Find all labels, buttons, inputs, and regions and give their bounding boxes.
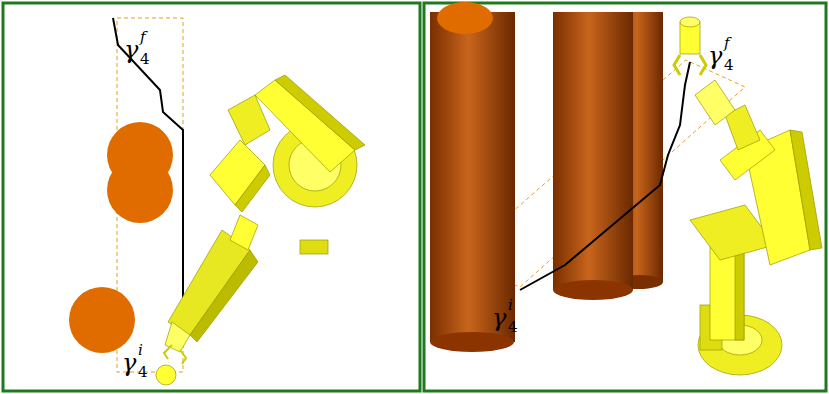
robot-arm (674, 17, 822, 375)
subscript: 4 (508, 320, 518, 335)
panel-frame (424, 3, 826, 391)
path-label: γf 4 (708, 38, 742, 76)
robot-arm (156, 75, 365, 385)
path-label: γi 4 (122, 345, 156, 383)
superscript: f (724, 36, 730, 51)
subscript: 4 (138, 365, 148, 380)
superscript: i (508, 298, 513, 313)
path-label: γf 4 (124, 32, 158, 70)
symbol-gamma: γ (122, 351, 136, 375)
superscript: f (140, 30, 146, 45)
path-line (520, 62, 690, 290)
panel-frame (3, 3, 420, 391)
obstacle (69, 122, 173, 353)
path-line (113, 18, 183, 345)
symbol-gamma: γ (708, 44, 722, 68)
subscript: 4 (140, 52, 150, 67)
obstacle (430, 2, 663, 352)
subscript: 4 (724, 58, 734, 73)
superscript: i (138, 343, 143, 358)
path-label: γi 4 (492, 300, 526, 338)
symbol-gamma: γ (124, 38, 138, 62)
symbol-gamma: γ (492, 306, 506, 330)
